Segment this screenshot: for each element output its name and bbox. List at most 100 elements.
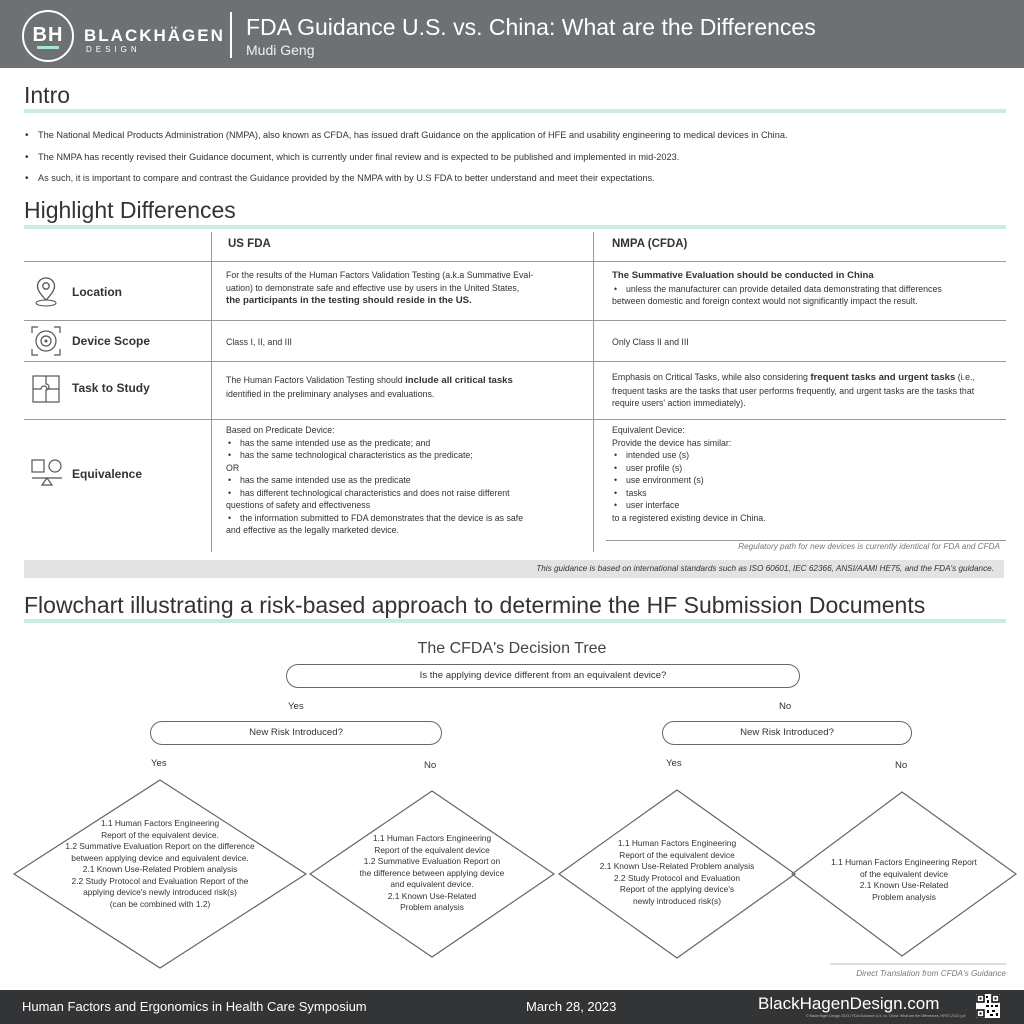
root-question: Is the applying device different from an…	[286, 664, 800, 688]
list-item: As such, it is important to compare and …	[24, 173, 1004, 184]
flowchart-heading: Flowchart illustrating a risk-based appr…	[24, 592, 926, 618]
outcome-line: 1.1 Human Factors Engineering	[100, 818, 220, 828]
outcome-line: 2.1 Known Use-Related Problem analysis	[82, 864, 238, 874]
cell-text: and effective as the legally marketed de…	[226, 525, 399, 535]
list-item: has the same technological characteristi…	[226, 449, 586, 462]
page-header: BH BLACKHÄGEN DESIGN FDA Guidance U.S. v…	[0, 0, 1024, 68]
standards-note-band: This guidance is based on international …	[24, 560, 1004, 578]
cell-text: questions of safety and effectiveness	[226, 500, 371, 510]
table-divider	[24, 261, 1006, 262]
table-divider	[24, 320, 1006, 321]
row-label-equivalence: Equivalence	[72, 467, 143, 481]
cell-text: For the results of the Human Factors Val…	[226, 270, 534, 280]
list-item: use environment (s)	[612, 474, 1004, 487]
outcome-line: 1.2 Summative Evaluation Report on the d…	[65, 841, 255, 851]
outcome-line: Report of the equivalent device.	[101, 829, 219, 840]
outcome-line: 2.1 Known Use-Related	[387, 890, 477, 901]
regulatory-note: Regulatory path for new devices is curre…	[738, 542, 1000, 551]
row-label-task-to-study: Task to Study	[72, 381, 150, 395]
outcome-line: between applying device and equivalent d…	[71, 852, 249, 863]
equivalence-cn-cell: Equivalent Device: Provide the device ha…	[612, 424, 1004, 524]
list-item: has the same intended use as the predica…	[226, 474, 586, 487]
cell-text: between domestic and foreign context wou…	[612, 296, 918, 306]
equivalence-us-cell: Based on Predicate Device: has the same …	[226, 424, 586, 537]
cell-text: frequent tasks are the tasks that user p…	[612, 385, 975, 396]
location-cn-cell: The Summative Evaluation should be condu…	[612, 269, 1004, 308]
location-pin-icon	[30, 275, 62, 314]
target-icon	[30, 325, 62, 362]
list-item: unless the manufacturer can provide deta…	[612, 283, 1004, 296]
table-divider	[24, 419, 1006, 420]
standards-note: This guidance is based on international …	[536, 564, 994, 573]
column-header-us-fda: US FDA	[228, 238, 271, 250]
outcome-line: applying device's newly introduced risk(…	[83, 887, 237, 897]
root-no-label: No	[779, 701, 792, 712]
scope-us-cell: Class I, II, and III	[226, 337, 293, 347]
intro-heading: Intro	[24, 82, 71, 108]
right-no-label: No	[895, 760, 908, 771]
outcome-line: Report of the equivalent device	[619, 849, 735, 860]
cell-text-bold: the participants in the testing should r…	[226, 295, 472, 306]
cell-text: identified in the preliminary analyses a…	[226, 388, 435, 399]
outcome-line: Problem analysis	[872, 891, 936, 902]
brand-subtitle: DESIGN	[86, 45, 141, 54]
fine-print: © BlackHägen Design 2023 | FDA Guidance …	[806, 1014, 966, 1018]
source-note: Direct Translation from CFDA's Guidance	[856, 969, 1006, 978]
outcome-text-2: 1.1 Human Factors Engineering Report of …	[340, 833, 524, 914]
decision-tree-title: The CFDA's Decision Tree	[417, 640, 607, 657]
table-column-divider	[211, 232, 212, 552]
intro-rule	[24, 109, 1006, 113]
outcome-line: and equivalent device.	[390, 879, 474, 889]
cell-text: Based on Predicate Device:	[226, 425, 335, 435]
row-label-device-scope: Device Scope	[72, 334, 151, 348]
outcome-line: Report of the equivalent device	[374, 844, 490, 855]
outcome-line: 1.2 Summative Evaluation Report on	[363, 856, 501, 866]
list-item: has the same intended use as the predica…	[226, 437, 586, 450]
outcome-text-1: 1.1 Human Factors Engineering Report of …	[50, 818, 270, 910]
task-cn-cell: Emphasis on Critical Tasks, while also c…	[612, 371, 1004, 410]
list-item: tasks	[612, 487, 1004, 500]
scope-cn-cell: Only Class II and III	[612, 337, 689, 347]
left-no-label: No	[424, 760, 437, 771]
cell-text: to a registered existing device in China…	[612, 512, 766, 523]
list-item: The National Medical Products Administra…	[24, 130, 1004, 141]
differences-rule	[24, 225, 1006, 229]
logo-badge: BH	[22, 10, 74, 62]
logo-accent-bar	[37, 46, 59, 49]
right-yes-label: Yes	[666, 758, 682, 769]
author-name: Mudi Geng	[246, 42, 315, 58]
outcome-line: 1.1 Human Factors Engineering	[617, 838, 737, 848]
qr-code-icon[interactable]	[976, 994, 1000, 1018]
row-label-location: Location	[72, 285, 122, 299]
risk-question-right: New Risk Introduced?	[662, 721, 912, 745]
flowchart-rule	[24, 619, 1006, 623]
website-link[interactable]: BlackHagenDesign.com	[758, 994, 940, 1013]
outcome-line: of the equivalent device	[860, 868, 948, 879]
outcome-text-4: 1.1 Human Factors Engineering Report of …	[822, 857, 986, 903]
cell-text: Equivalent Device:	[612, 425, 685, 435]
list-item: user interface	[612, 499, 1004, 512]
outcome-line: newly introduced risk(s)	[633, 895, 721, 906]
task-us-cell: The Human Factors Validation Testing sho…	[226, 374, 586, 400]
outcome-line: 1.1 Human Factors Engineering	[372, 833, 492, 843]
outcome-line: the difference between applying device	[359, 867, 505, 878]
outcome-line: Problem analysis	[400, 902, 464, 912]
header-divider	[230, 12, 232, 58]
outcome-text-3: 1.1 Human Factors Engineering Report of …	[587, 838, 767, 907]
outcome-diamond-2	[308, 790, 556, 958]
outcome-line: 2.1 Known Use-Related Problem analysis	[599, 861, 755, 871]
intro-bullets: The National Medical Products Administra…	[24, 130, 1004, 195]
table-column-divider	[593, 232, 594, 552]
outcome-line: 2.2 Study Protocol and Evaluation	[613, 872, 741, 883]
compare-devices-icon	[30, 456, 64, 493]
table-divider	[606, 540, 1006, 541]
cell-text-bold: include all critical tasks	[405, 375, 513, 386]
list-item: the information submitted to FDA demonst…	[226, 512, 586, 525]
cell-text-bold: The Summative Evaluation should be condu…	[612, 270, 874, 281]
list-item: has different technological characterist…	[226, 487, 586, 500]
outcome-diamond-1	[12, 779, 308, 969]
cell-text: Emphasis on Critical Tasks, while also c…	[612, 372, 811, 382]
cell-text: Provide the device has similar:	[612, 437, 732, 448]
column-header-nmpa: NMPA (CFDA)	[612, 238, 688, 250]
